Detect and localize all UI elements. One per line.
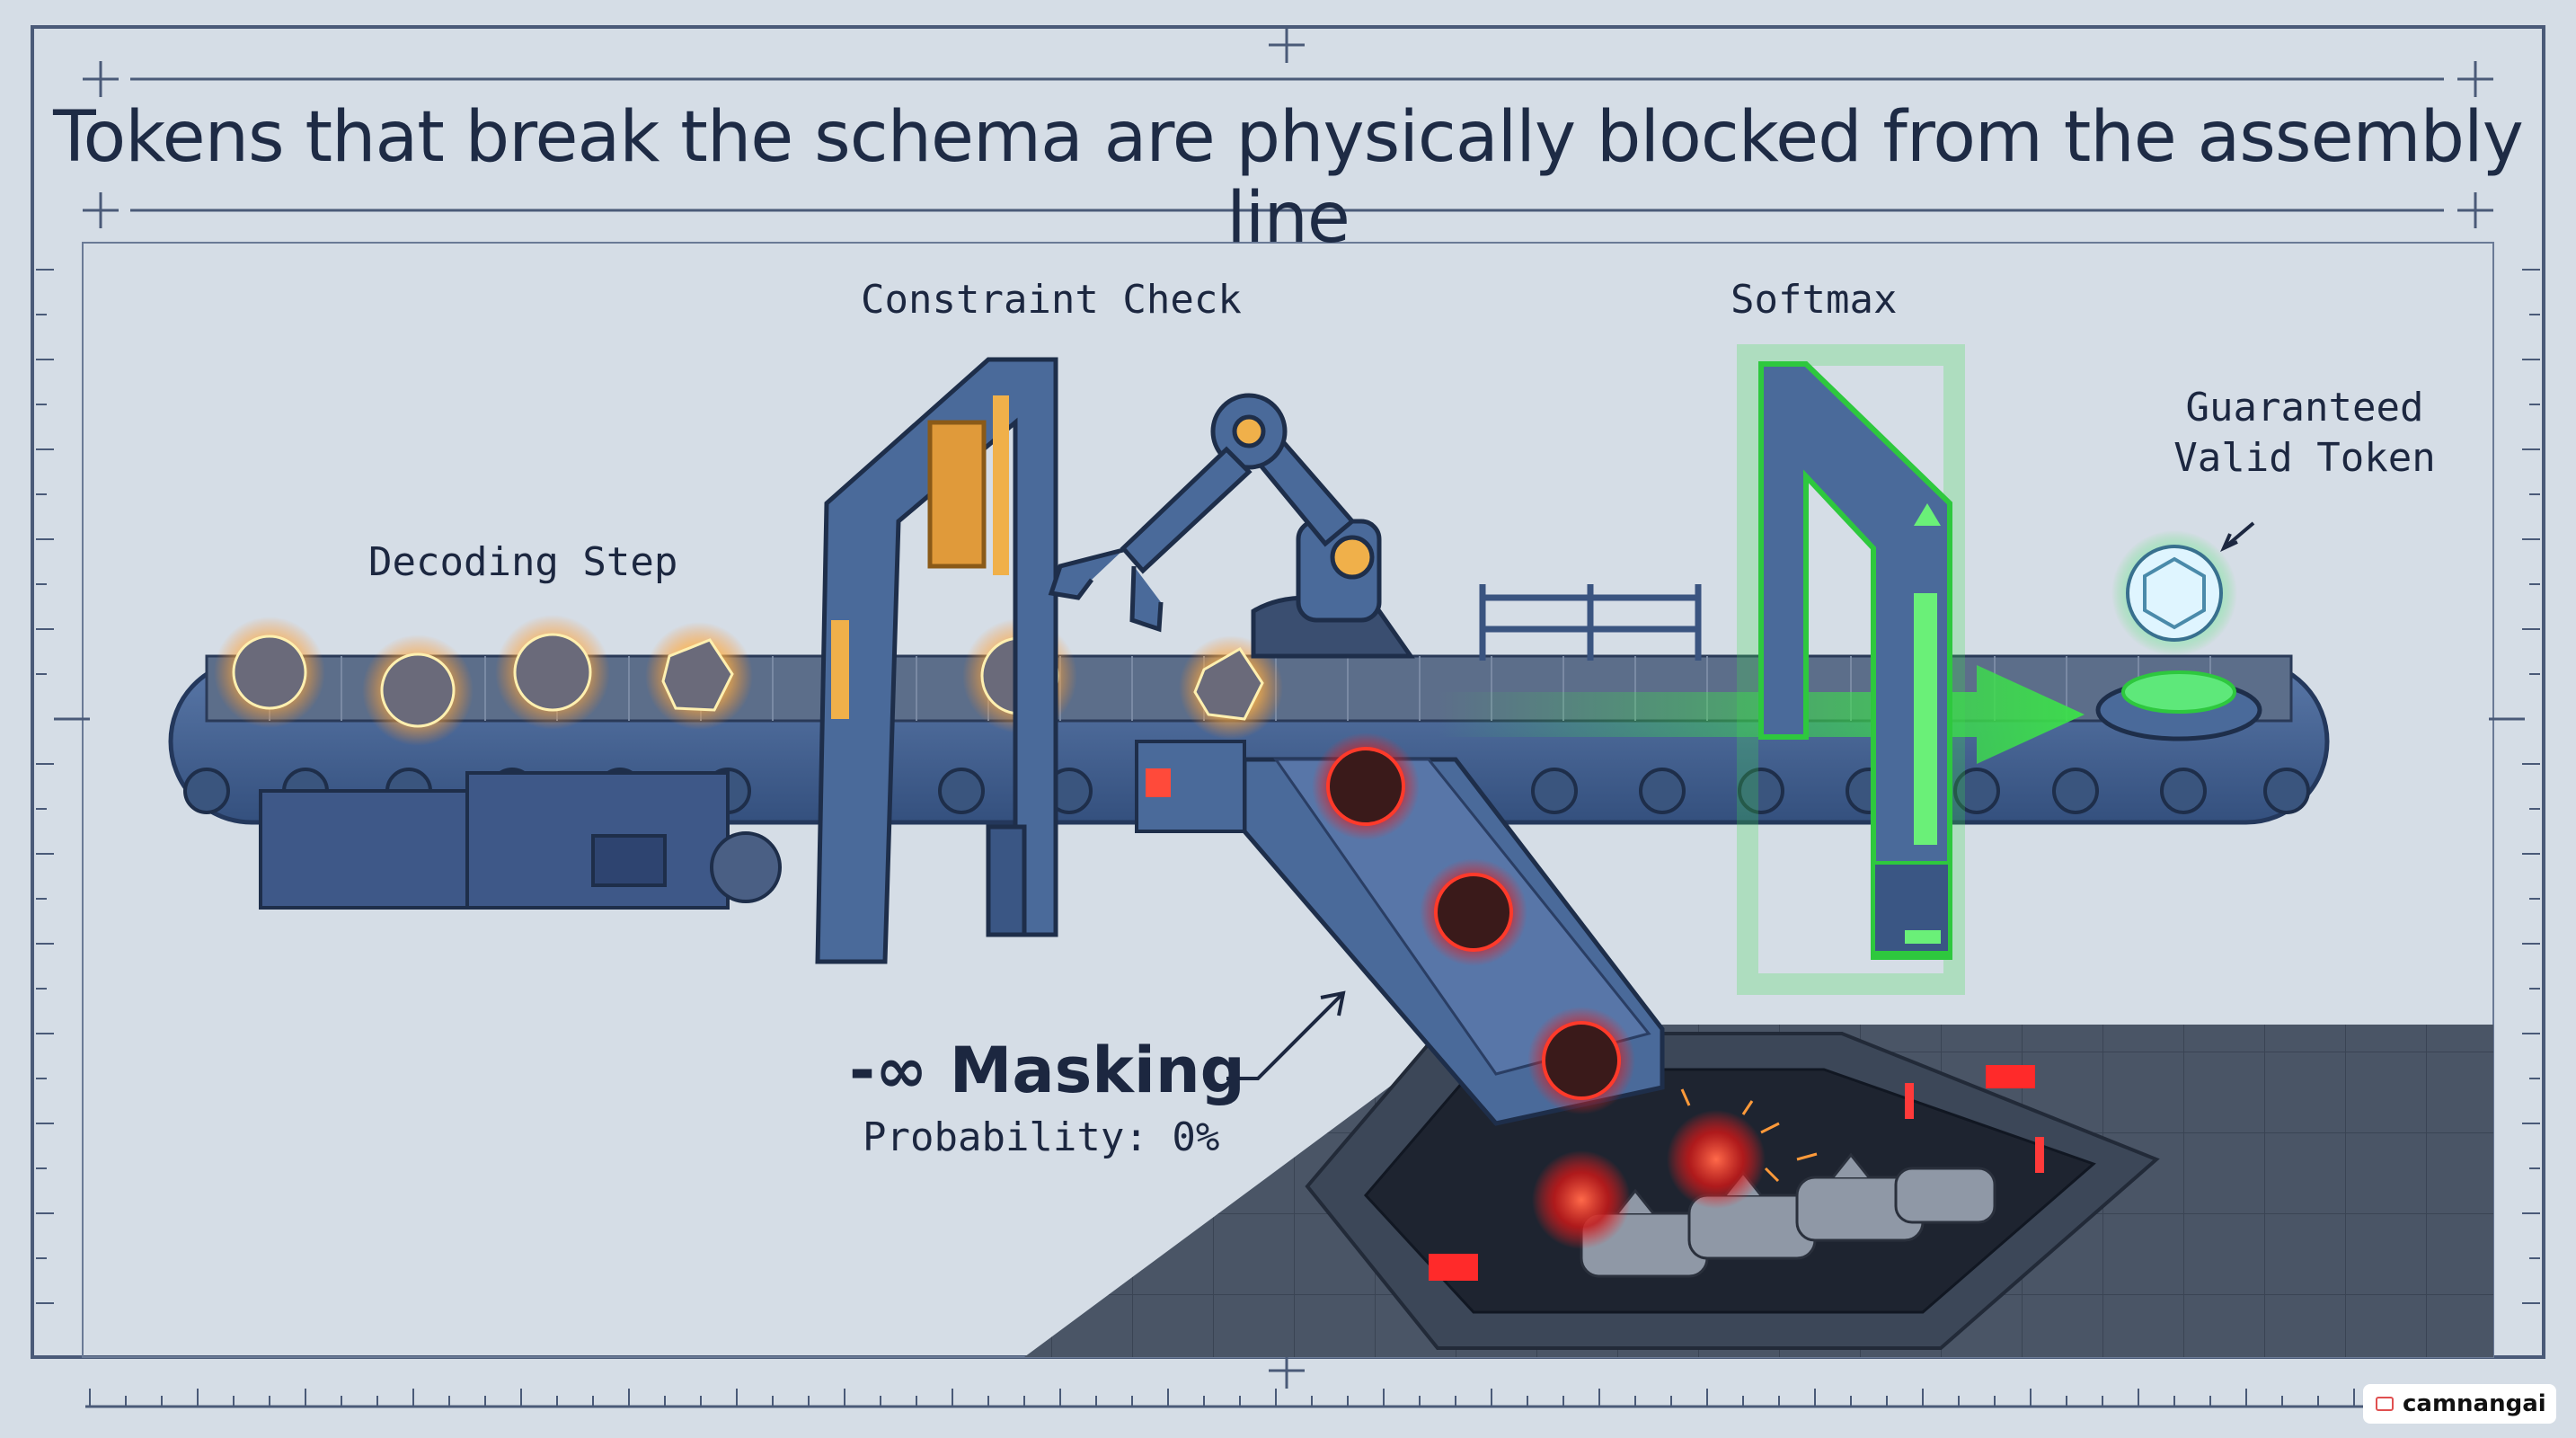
masking-title: -∞ Masking xyxy=(849,1034,1245,1107)
probability-label: Probability: 0% xyxy=(863,1114,1220,1160)
shredder-pit xyxy=(1305,1032,2160,1350)
rejected-token xyxy=(1667,1110,1766,1209)
ruler-ticks-left xyxy=(36,269,54,1304)
token xyxy=(380,652,456,728)
rejected-token xyxy=(1542,1021,1621,1100)
token xyxy=(232,635,307,710)
robot-arm-icon xyxy=(1048,393,1415,659)
watermark-badge: camnangai xyxy=(2363,1384,2556,1424)
motor-housing xyxy=(259,771,782,910)
safety-railing xyxy=(1479,584,1702,661)
token xyxy=(513,633,592,712)
rejected-token xyxy=(1532,1150,1631,1249)
constraint-check-label: Constraint Check xyxy=(861,277,1242,323)
valid-token-pedestal xyxy=(2095,521,2262,741)
rejected-token xyxy=(1434,873,1513,952)
token xyxy=(1193,646,1264,721)
ruler-ticks-right xyxy=(2522,269,2540,1304)
rejection-chute xyxy=(1135,732,1665,1126)
softmax-gate xyxy=(1737,344,1965,995)
rejected-token xyxy=(1326,747,1405,826)
book-icon xyxy=(2376,1397,2394,1411)
watermark-text: camnangai xyxy=(2403,1390,2546,1417)
warning-light xyxy=(1986,1065,2035,1088)
constraint-check-gate xyxy=(815,357,1058,964)
guaranteed-label-line1: Guaranteed xyxy=(2185,385,2424,431)
token xyxy=(661,638,734,712)
softmax-label: Softmax xyxy=(1731,277,1898,323)
masking-pointer xyxy=(1226,990,1346,1080)
guaranteed-label-line2: Valid Token xyxy=(2173,435,2436,481)
hexagon-crystal-icon xyxy=(2126,545,2223,642)
warning-light xyxy=(1429,1254,1478,1281)
decoding-step-label: Decoding Step xyxy=(368,539,678,585)
page-title: Tokens that break the schema are physica… xyxy=(53,97,2524,259)
ruler-ticks-bottom xyxy=(89,1389,2427,1407)
